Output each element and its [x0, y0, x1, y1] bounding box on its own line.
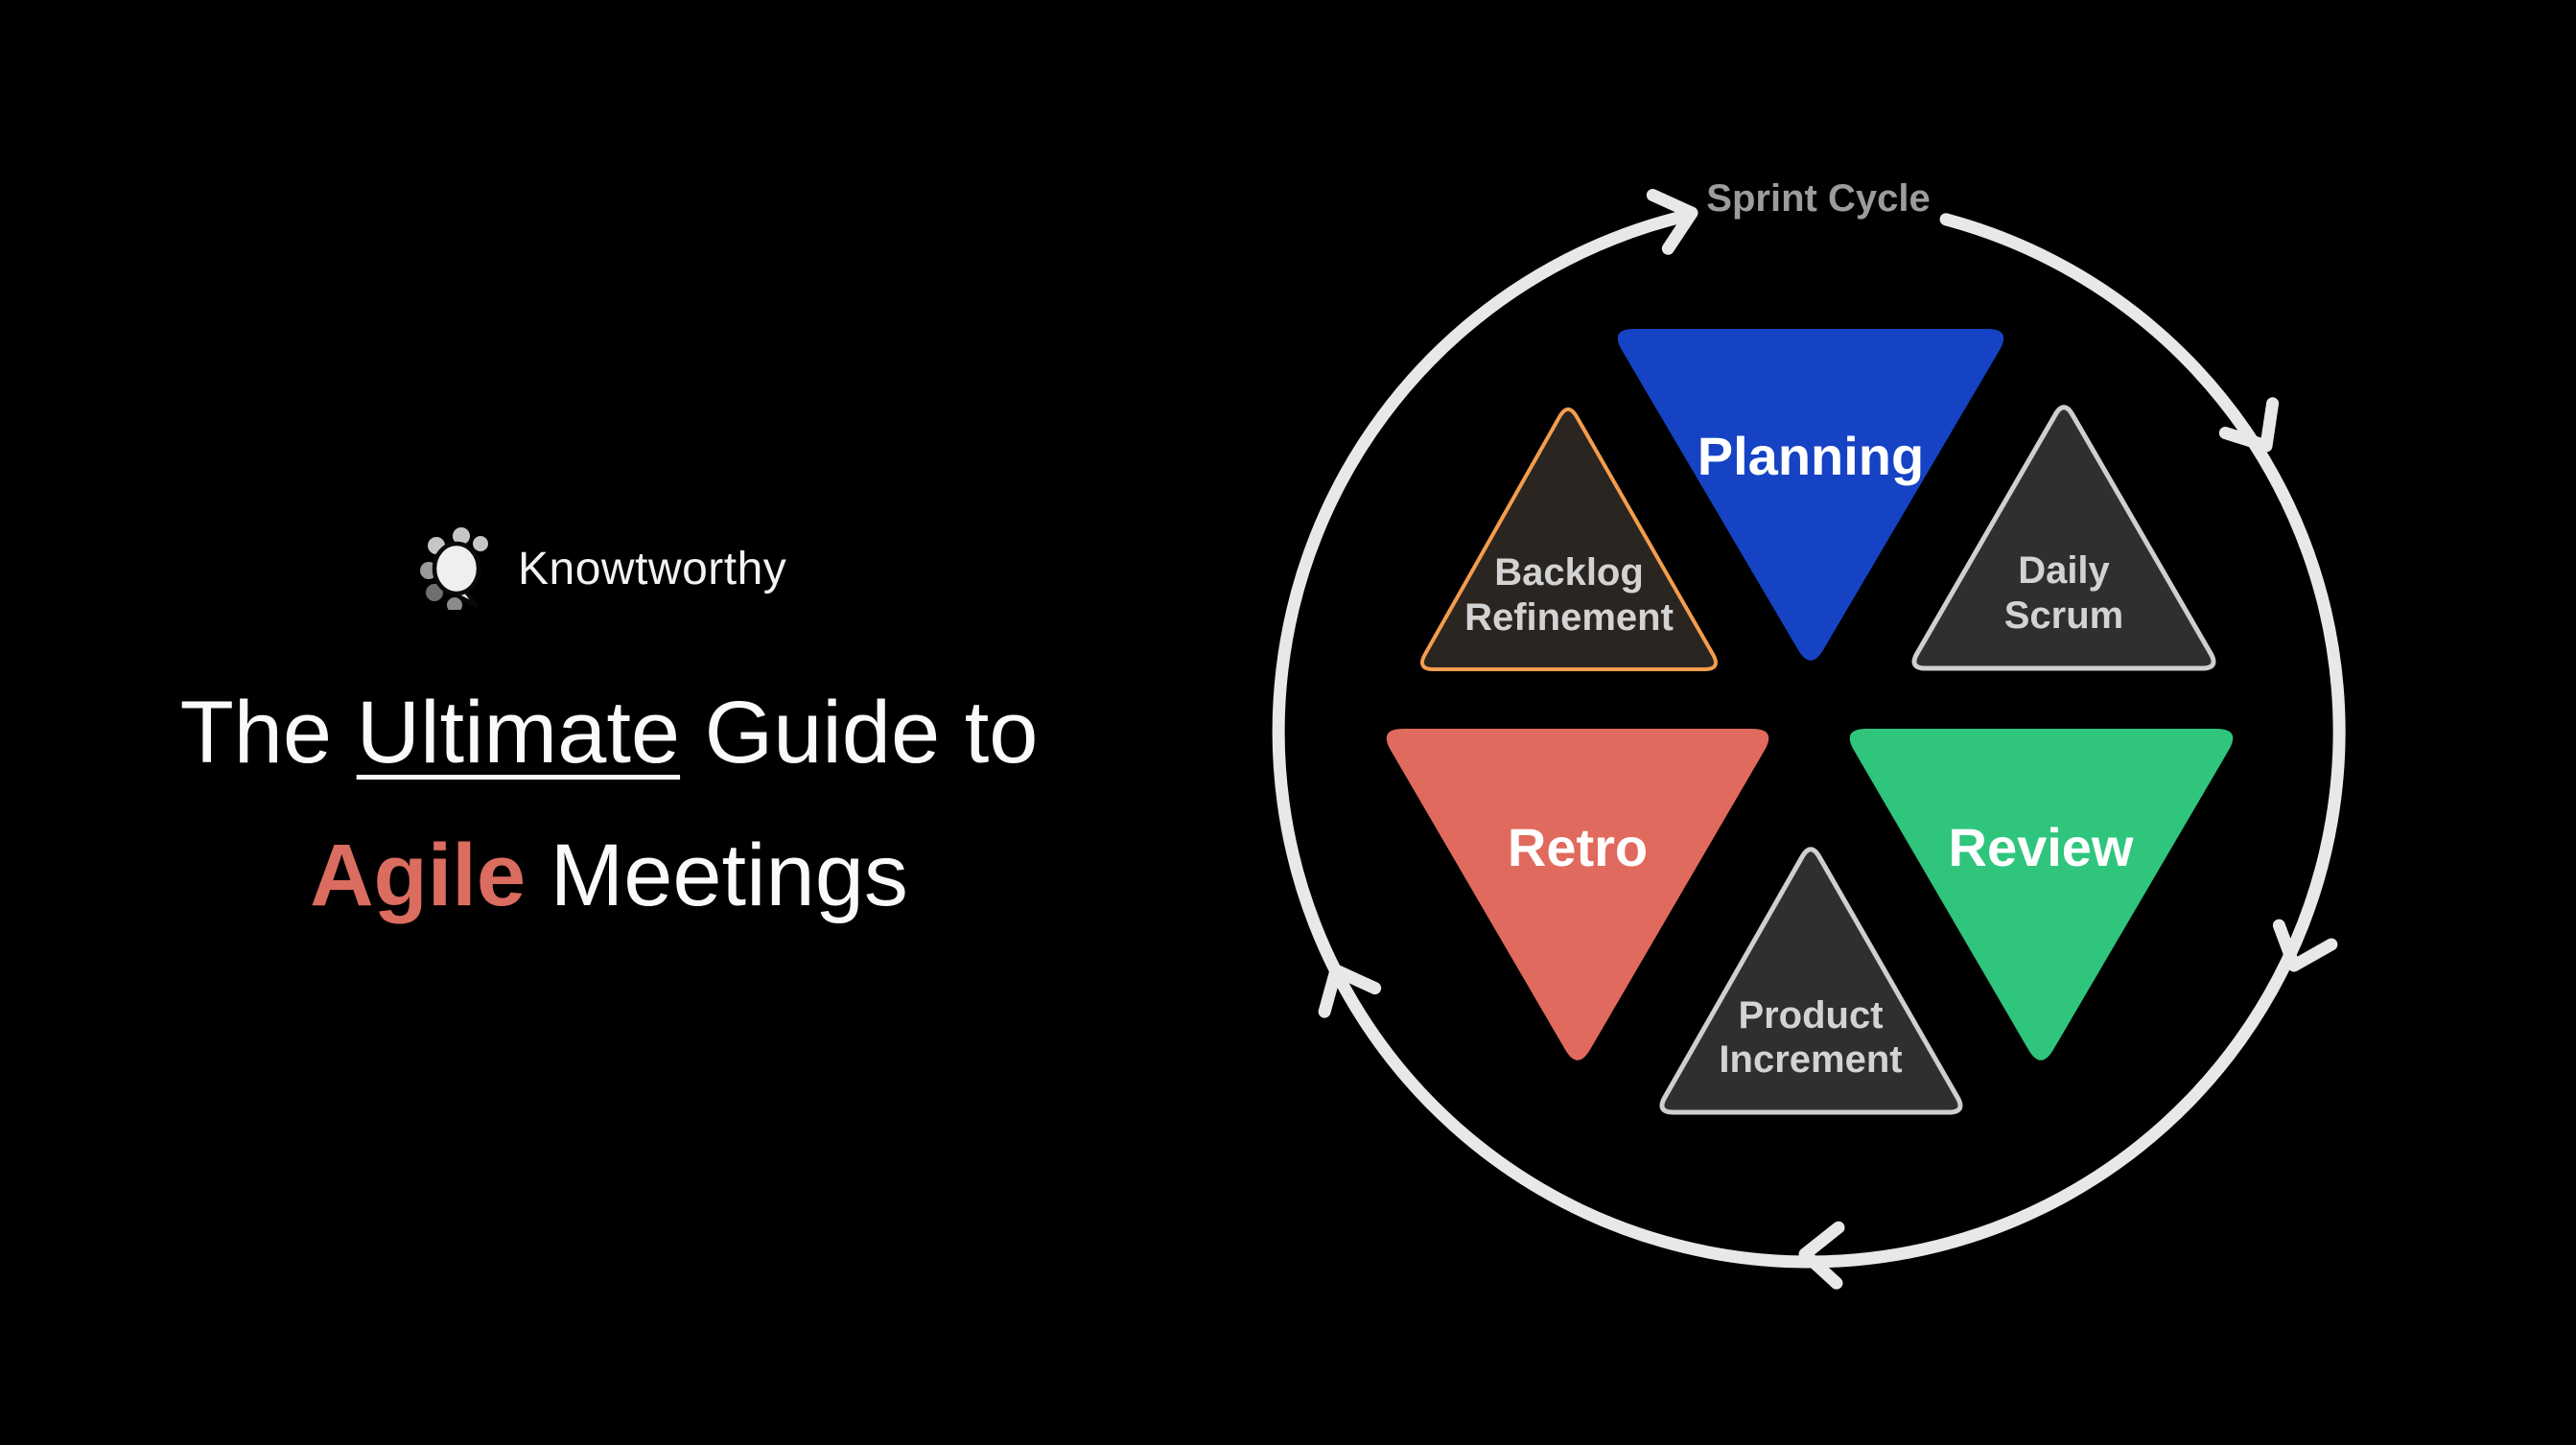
planning-label: Planning	[1698, 426, 1924, 486]
cycle-arrowhead-icon	[1798, 1221, 1845, 1290]
page-title: The Ultimate Guide to Agile Meetings	[0, 662, 1218, 947]
triangle-review: Review	[1849, 729, 2234, 1060]
planning-shape	[1617, 329, 2004, 661]
sprint-cycle-label: Sprint Cycle	[1706, 177, 1930, 220]
title-line-1: The Ultimate Guide to	[0, 662, 1218, 804]
knowtworthy-logo-icon	[420, 527, 488, 610]
brand-logo: Knowtworthy	[420, 527, 786, 610]
review-label: Review	[1949, 817, 2134, 877]
brand-name: Knowtworthy	[518, 543, 787, 594]
title-accent-word: Agile	[310, 827, 527, 924]
title-line-2: Agile Meetings	[0, 804, 1218, 947]
title-suffix: Meetings	[526, 827, 908, 924]
review-shape	[1849, 729, 2234, 1060]
title-underlined-word: Ultimate	[356, 684, 681, 781]
product-increment-shape	[1659, 847, 1963, 1115]
cycle-arrowhead-icon	[2272, 919, 2338, 972]
title-middle: Guide to	[680, 684, 1039, 781]
retro-label: Retro	[1508, 817, 1648, 877]
cycle-arrowhead-icon	[1318, 964, 1382, 1018]
cycle-arrowhead-icon	[2218, 397, 2280, 453]
cycle-ring	[1272, 208, 2346, 1269]
retro-shape	[1386, 729, 1769, 1060]
daily-scrum-shape	[1911, 405, 2216, 671]
cycle-arrowhead-icon	[1646, 188, 1698, 255]
triangle-retro: Retro	[1386, 729, 1769, 1060]
title-prefix: The	[179, 684, 357, 781]
triangle-planning: Planning	[1617, 329, 2004, 661]
backlog-refinement-shape	[1420, 407, 1718, 671]
